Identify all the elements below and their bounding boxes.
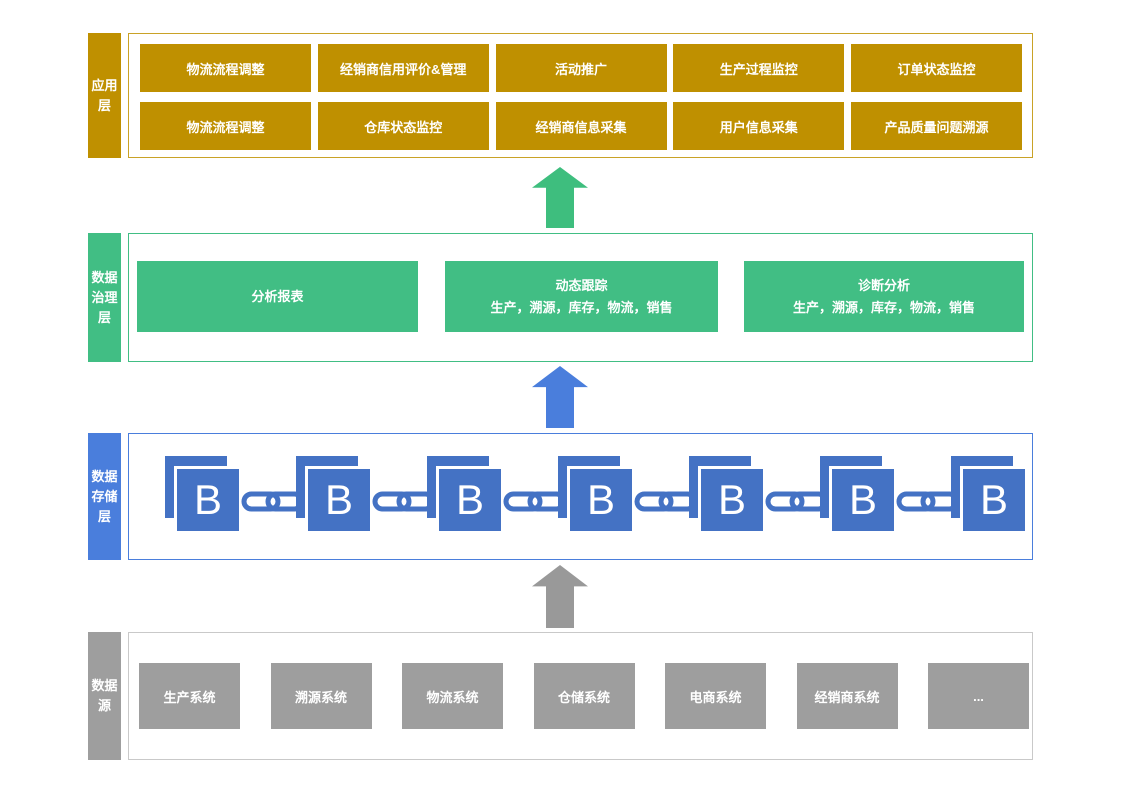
app-function-box: 生产过程监控 [673,44,845,92]
block-letter: B [308,469,370,531]
governance-box-subtitle: 生产，溯源，库存，物流，销售 [490,299,673,315]
governance-box-title: 分析报表 [251,288,304,304]
blockchain-block-icon: B [165,456,243,536]
source-system-box: 物流系统 [402,663,503,729]
governance-layer-tab-label: 数据 [91,269,118,285]
blockchain-block-icon: B [951,456,1029,536]
source-system-box: 电商系统 [665,663,766,729]
blockchain-block-icon: B [820,456,898,536]
storage-layer-tab-label: 数据 [91,468,118,484]
application-layer-tab-label: 层 [97,97,111,113]
app-function-box: 活动推广 [495,44,667,92]
blockchain-block-icon: B [296,456,374,536]
governance-box: 诊断分析 生产，溯源，库存，物流，销售 [744,261,1024,332]
application-layer-tab-label: 应用 [91,77,118,93]
governance-layer-tab-label: 层 [97,309,111,325]
application-layer-tab: 应用 层 [88,33,121,158]
source-layer-tab-label: 源 [97,698,111,713]
blockchain-block-icon: B [558,456,636,536]
block-letter: B [439,469,501,531]
app-function-box: 仓库状态监控 [317,102,489,150]
app-function-box: 用户信息采集 [673,102,845,150]
blockchain-block-icon: B [427,456,505,536]
source-layer-band: 生产系统 溯源系统 物流系统 仓储系统 电商系统 经销商系统 ... [128,632,1033,760]
block-letter: B [701,469,763,531]
up-arrow-icon [532,565,588,628]
blockchain-block-icon: B [689,456,767,536]
app-function-box: 物流流程调整 [140,44,311,92]
app-function-box: 物流流程调整 [140,102,311,150]
source-system-box: 经销商系统 [796,663,898,729]
block-letter: B [963,469,1025,531]
source-system-box: 溯源系统 [270,663,372,729]
source-system-box: ... [928,663,1029,729]
governance-box-subtitle: 生产，溯源，库存，物流，销售 [792,299,975,315]
app-function-box: 产品质量问题溯源 [851,102,1022,150]
source-systems-row: 生产系统 溯源系统 物流系统 仓储系统 电商系统 经销商系统 ... [139,663,1029,729]
block-letter: B [832,469,894,531]
governance-layer-tab: 数据 治理 层 [88,233,121,362]
block-letter: B [177,469,239,531]
app-function-box: 订单状态监控 [851,44,1022,92]
up-arrow-icon [532,167,588,228]
governance-layer-band: 分析报表 动态跟踪 生产，溯源，库存，物流，销售 诊断分析 生产，溯源，库存，物… [128,233,1033,362]
application-row-2: 物流流程调整 仓库状态监控 经销商信息采集 用户信息采集 产品质量问题溯源 [140,102,1022,150]
app-function-box: 经销商信息采集 [495,102,667,150]
application-row-1: 物流流程调整 经销商信用评价&管理 活动推广 生产过程监控 订单状态监控 [140,44,1022,92]
block-letter: B [570,469,632,531]
governance-box: 动态跟踪 生产，溯源，库存，物流，销售 [445,261,718,332]
storage-layer-tab: 数据 存储 层 [88,433,121,560]
storage-layer-tab-label: 层 [97,508,111,524]
governance-layer-tab-label: 治理 [91,289,118,305]
source-system-box: 生产系统 [139,663,240,729]
up-arrow-icon [532,366,588,428]
storage-layer-band: B B B B [128,433,1033,560]
source-layer-tab: 数据 源 [88,632,121,760]
source-system-box: 仓储系统 [533,663,635,729]
application-layer-band: 物流流程调整 经销商信用评价&管理 活动推广 生产过程监控 订单状态监控 物流流… [128,33,1033,158]
storage-layer-tab-label: 存储 [91,488,118,504]
governance-box: 分析报表 [137,261,418,332]
governance-box-title: 诊断分析 [857,277,910,293]
app-function-box: 经销商信用评价&管理 [317,44,489,92]
governance-box-title: 动态跟踪 [555,277,608,293]
source-layer-tab-label: 数据 [91,678,118,693]
